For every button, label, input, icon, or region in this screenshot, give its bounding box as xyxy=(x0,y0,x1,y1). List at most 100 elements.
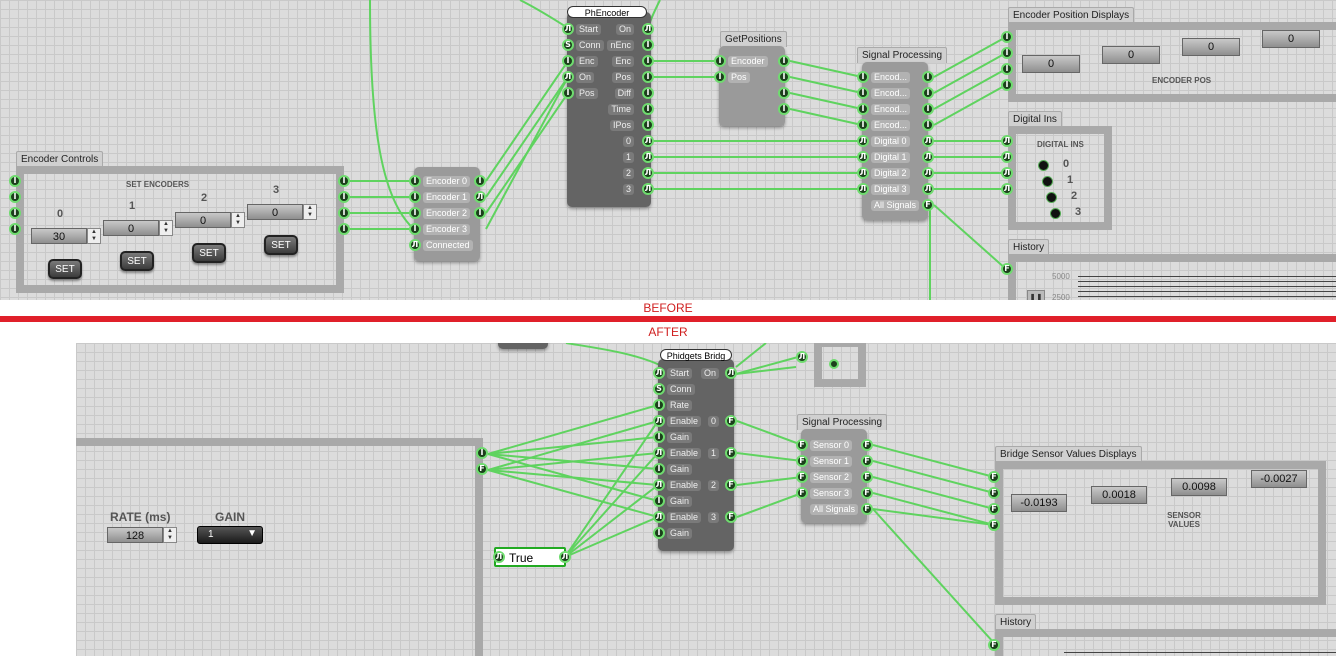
hub-out-port-1[interactable]: Л xyxy=(474,191,486,203)
encoder-hub-node[interactable]: I Encoder 0 I I Encoder 1 Л I Encoder 2 … xyxy=(409,167,486,261)
bridge-out-2[interactable]: F xyxy=(725,479,737,491)
sp-in-4[interactable]: Л xyxy=(857,135,869,147)
encoder-displays-port-3[interactable]: I xyxy=(1001,79,1013,91)
encoder-displays-port-0[interactable]: I xyxy=(1001,31,1013,43)
sp-out-4[interactable]: Л xyxy=(922,135,934,147)
encoder-displays-port-2[interactable]: I xyxy=(1001,63,1013,75)
true-node-out-port[interactable]: Л xyxy=(559,551,571,563)
encoder-stepper-2[interactable]: ▲▼ xyxy=(231,212,245,228)
getpositions-node[interactable]: I Encoder I Pos I I I I xyxy=(714,46,790,126)
bsp-out-all[interactable]: F xyxy=(861,503,873,515)
set-button-1[interactable]: SET xyxy=(120,251,154,271)
bsp-out-0[interactable]: F xyxy=(861,439,873,451)
encoder-stepper-0[interactable]: ▲▼ xyxy=(87,228,101,244)
bridge-in-enable-1[interactable]: Л xyxy=(653,447,665,459)
phencoder-in-enc[interactable]: I xyxy=(562,55,574,67)
bridge-out-on[interactable]: Л xyxy=(725,367,737,379)
encoder-value-input-3[interactable]: 0 xyxy=(247,204,303,220)
digital-ins-port-1[interactable]: Л xyxy=(1001,151,1013,163)
phencoder-out-diff[interactable]: I xyxy=(642,87,654,99)
bottom-signal-processing-node[interactable]: F Sensor 0 F F Sensor 1 F F Sensor 2 F F… xyxy=(796,429,873,523)
bridge-in-gain-3[interactable]: I xyxy=(653,527,665,539)
bridge-in-gain-2[interactable]: I xyxy=(653,495,665,507)
sp-out-2[interactable]: I xyxy=(922,103,934,115)
set-button-2[interactable]: SET xyxy=(192,243,226,263)
top-signal-processing-node[interactable]: I Encod... I I Encod... I I Encod... I I… xyxy=(857,62,934,220)
bridge-in-gain-0[interactable]: I xyxy=(653,431,665,443)
getpositions-out-0[interactable]: I xyxy=(778,55,790,67)
bridge-in-start[interactable]: Л xyxy=(653,367,665,379)
phencoder-out-pos[interactable]: I xyxy=(642,71,654,83)
phencoder-in-start[interactable]: Л xyxy=(562,23,574,35)
bridge-in-enable-0[interactable]: Л xyxy=(653,415,665,427)
phencoder-in-on[interactable]: Л xyxy=(562,71,574,83)
bsp-in-2[interactable]: F xyxy=(796,471,808,483)
encoder-displays-port-1[interactable]: I xyxy=(1001,47,1013,59)
encoder-controls-out-port-0[interactable]: I xyxy=(338,175,350,187)
hub-in-port-3[interactable]: I xyxy=(409,223,421,235)
hub-out-port-0[interactable]: I xyxy=(474,175,486,187)
bsp-out-1[interactable]: F xyxy=(861,455,873,467)
sp-in-6[interactable]: Л xyxy=(857,167,869,179)
phencoder-out-ipos[interactable]: I xyxy=(642,119,654,131)
set-button-3[interactable]: SET xyxy=(264,235,298,255)
set-button-0[interactable]: SET xyxy=(48,259,82,279)
hub-in-port-1[interactable]: I xyxy=(409,191,421,203)
sp-in-0[interactable]: I xyxy=(857,71,869,83)
bridge-in-enable-3[interactable]: Л xyxy=(653,511,665,523)
before-canvas[interactable]: Encoder Controls SET ENCODERS 0 30 ▲▼ SE… xyxy=(0,0,1336,300)
bsp-out-3[interactable]: F xyxy=(861,487,873,499)
rate-stepper[interactable]: ▲▼ xyxy=(163,527,177,543)
phencoder-out-d1[interactable]: Л xyxy=(642,151,654,163)
getpositions-in-encoder[interactable]: I xyxy=(714,55,726,67)
encoder-controls-out-port-2[interactable]: I xyxy=(338,207,350,219)
phencoder-out-on[interactable]: Л xyxy=(642,23,654,35)
bridge-in-rate[interactable]: I xyxy=(653,399,665,411)
encoder-controls-port-1[interactable]: I xyxy=(9,191,21,203)
getpositions-out-3[interactable]: I xyxy=(778,103,790,115)
sp-in-7[interactable]: Л xyxy=(857,183,869,195)
history-pause-icon[interactable]: ❚❚ xyxy=(1027,290,1045,300)
encoder-controls-out-port-1[interactable]: I xyxy=(338,191,350,203)
phencoder-out-d2[interactable]: Л xyxy=(642,167,654,179)
rate-input[interactable]: 128 xyxy=(107,527,163,543)
encoder-value-input-2[interactable]: 0 xyxy=(175,212,231,228)
encoder-controls-port-0[interactable]: I xyxy=(9,175,21,187)
bsp-in-0[interactable]: F xyxy=(796,439,808,451)
bridge-displays-port-4[interactable]: F xyxy=(988,519,1000,531)
bsp-in-3[interactable]: F xyxy=(796,487,808,499)
bridge-in-conn[interactable]: S xyxy=(653,383,665,395)
sp-out-all[interactable]: F xyxy=(922,199,934,211)
encoder-value-input-1[interactable]: 0 xyxy=(103,220,159,236)
bsp-out-2[interactable]: F xyxy=(861,471,873,483)
getpositions-out-2[interactable]: I xyxy=(778,87,790,99)
sp-in-1[interactable]: I xyxy=(857,87,869,99)
gain-select[interactable]: 1 ▼ xyxy=(197,526,263,544)
digital-ins-port-3[interactable]: Л xyxy=(1001,183,1013,195)
sp-out-6[interactable]: Л xyxy=(922,167,934,179)
true-node-in-port[interactable]: Л xyxy=(493,551,505,563)
settings-out-port-i[interactable]: I xyxy=(476,447,488,459)
after-canvas[interactable]: RATE (ms) 128 ▲▼ GAIN 1 ▼ I F True Л Л P… xyxy=(76,343,1336,656)
bridge-out-0[interactable]: F xyxy=(725,415,737,427)
bridge-displays-port-0[interactable]: F xyxy=(988,471,1000,483)
phidgets-bridge-node[interactable]: Phidgets Bridg Л Start S Conn I Rate Л E… xyxy=(653,349,737,551)
sp-out-1[interactable]: I xyxy=(922,87,934,99)
hub-in-port-2[interactable]: I xyxy=(409,207,421,219)
encoder-value-input-0[interactable]: 30 xyxy=(31,228,87,244)
bridge-out-1[interactable]: F xyxy=(725,447,737,459)
sp-out-5[interactable]: Л xyxy=(922,151,934,163)
phencoder-out-nenc[interactable]: I xyxy=(642,39,654,51)
encoder-controls-out-port-3[interactable]: I xyxy=(338,223,350,235)
encoder-controls-port-2[interactable]: I xyxy=(9,207,21,219)
sp-in-3[interactable]: I xyxy=(857,119,869,131)
sp-out-7[interactable]: Л xyxy=(922,183,934,195)
hub-in-port-4[interactable]: Л xyxy=(409,239,421,251)
sp-in-2[interactable]: I xyxy=(857,103,869,115)
bottom-history-port[interactable]: F xyxy=(988,639,1000,651)
phencoder-in-conn[interactable]: S xyxy=(562,39,574,51)
phencoder-out-d0[interactable]: Л xyxy=(642,135,654,147)
hub-in-port-0[interactable]: I xyxy=(409,175,421,187)
sp-out-0[interactable]: I xyxy=(922,71,934,83)
led-display-port[interactable]: Л xyxy=(796,351,808,363)
